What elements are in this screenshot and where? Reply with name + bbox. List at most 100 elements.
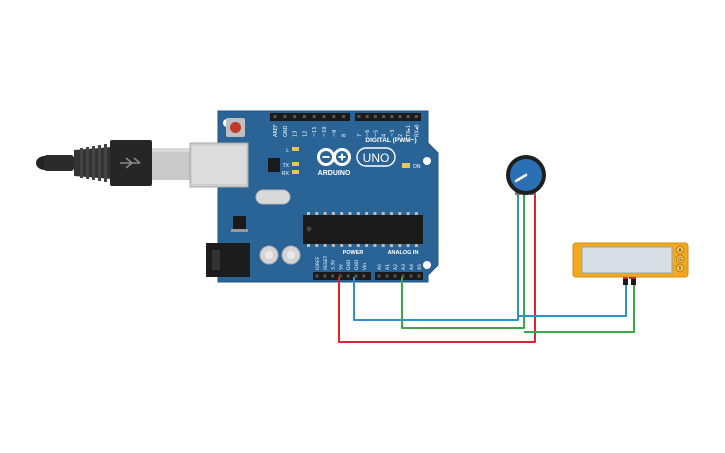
power-pin-hole[interactable]	[323, 274, 327, 278]
analog-header-label: ANALOG IN	[388, 250, 419, 256]
module-pin-pad[interactable]	[675, 245, 685, 255]
digital-pin-hole[interactable]	[322, 115, 326, 118]
module-pin-pad[interactable]	[675, 263, 685, 273]
reset-button[interactable]	[226, 118, 245, 137]
mount-hole	[423, 261, 431, 269]
top-pin-label: GND	[283, 125, 289, 137]
digital-pin-hole[interactable]	[406, 115, 410, 118]
power-pin-label: IOREF	[315, 256, 321, 270]
chip-pin	[373, 212, 377, 215]
digital-pin-hole[interactable]	[365, 115, 369, 118]
chip-pin	[331, 244, 335, 247]
wire-blue-gnd[interactable]	[353, 190, 519, 321]
capacitor	[259, 245, 279, 265]
power-header[interactable]	[313, 272, 371, 280]
analog-pin-label: A4	[409, 264, 415, 270]
power-pin-label: RESET	[323, 255, 329, 270]
top-pin-label: RX◂0	[414, 124, 420, 137]
sensor-module[interactable]: AG5	[572, 242, 689, 285]
analog-pin-hole[interactable]	[409, 274, 413, 278]
digital-header[interactable]	[270, 113, 421, 121]
chip-pin	[398, 212, 402, 215]
digital-pin-hole[interactable]	[342, 115, 346, 118]
chip-pin	[365, 244, 369, 247]
chip-pin	[315, 212, 319, 215]
chip-pin	[307, 244, 310, 247]
power-pin-hole[interactable]	[315, 274, 319, 278]
wire-green-module[interactable]	[524, 280, 635, 333]
digital-pin-hole[interactable]	[373, 115, 377, 118]
power-pin-hole[interactable]	[338, 274, 342, 278]
top-pin-label: 8	[342, 134, 348, 137]
led-on: ON	[402, 163, 421, 170]
top-pin-label: 7	[357, 134, 363, 137]
power-jack	[206, 243, 250, 277]
regulator-chip	[233, 216, 246, 229]
chip-pin	[331, 212, 335, 215]
capacitor	[281, 245, 301, 265]
wires	[338, 190, 635, 343]
module-pin-pad[interactable]	[675, 254, 685, 264]
digital-pin-hole[interactable]	[414, 115, 418, 118]
digital-pin-hole[interactable]	[332, 115, 336, 118]
digital-pin-hole[interactable]	[293, 115, 297, 118]
chip-pin	[340, 212, 344, 215]
svg-text:L: L	[286, 148, 289, 154]
chip-pin	[348, 212, 352, 215]
digital-pin-hole[interactable]	[312, 115, 316, 118]
analog-pin-label: A0	[377, 264, 383, 270]
top-pin-label: ~11	[312, 126, 318, 137]
chip-pin	[381, 212, 385, 215]
atmega-chip	[303, 212, 423, 247]
top-pin-label: 2	[398, 134, 404, 137]
wire-green-a1[interactable]	[401, 190, 525, 329]
led-l: L	[286, 147, 299, 154]
chip-pin	[390, 212, 393, 215]
analog-pin-hole[interactable]	[385, 274, 389, 278]
analog-pin-hole[interactable]	[393, 274, 397, 278]
analog-pin-hole[interactable]	[417, 274, 421, 278]
chip-pin	[323, 212, 327, 215]
digital-pin-hole[interactable]	[398, 115, 402, 118]
power-pin-hole[interactable]	[331, 274, 335, 278]
svg-text:ON: ON	[413, 164, 421, 170]
digital-pin-hole[interactable]	[302, 115, 306, 118]
power-pin-hole[interactable]	[362, 274, 366, 278]
digital-pin-hole[interactable]	[357, 115, 361, 118]
chip-pin	[323, 244, 327, 247]
chip-pin	[356, 212, 360, 215]
chip-pin	[414, 212, 418, 215]
power-pin-hole[interactable]	[354, 274, 358, 278]
top-pin-label: ~10	[322, 126, 328, 137]
analog-pin-hole[interactable]	[401, 274, 405, 278]
chip-pin	[390, 244, 393, 247]
top-pin-label: TX▸1	[406, 125, 412, 138]
led-tx: TX	[283, 162, 299, 169]
top-pin-label: ~9	[332, 130, 338, 137]
digital-pin-hole[interactable]	[382, 115, 386, 118]
model-label: UNO	[363, 151, 390, 165]
power-pin-hole[interactable]	[346, 274, 350, 278]
module-pin-label: A	[678, 248, 682, 254]
wire-blue-module[interactable]	[519, 280, 627, 317]
power-pin-label: Vin	[362, 263, 368, 270]
digital-pin-hole[interactable]	[273, 115, 277, 118]
digital-pin-hole[interactable]	[390, 115, 394, 118]
analog-pin-label: A3	[401, 264, 407, 270]
arduino-logo	[317, 148, 351, 166]
chip-pin	[315, 244, 319, 247]
analog-pin-hole[interactable]	[377, 274, 381, 278]
digital-pin-hole[interactable]	[283, 115, 287, 118]
analog-header[interactable]	[375, 272, 423, 280]
chip-pin	[373, 244, 377, 247]
chip-pin	[348, 244, 352, 247]
top-pin-label: ~5	[373, 130, 379, 137]
usb-cable[interactable]	[36, 140, 192, 186]
potentiometer[interactable]	[506, 155, 546, 195]
chip-pin	[340, 244, 344, 247]
wire-red-5v[interactable]	[338, 190, 536, 343]
